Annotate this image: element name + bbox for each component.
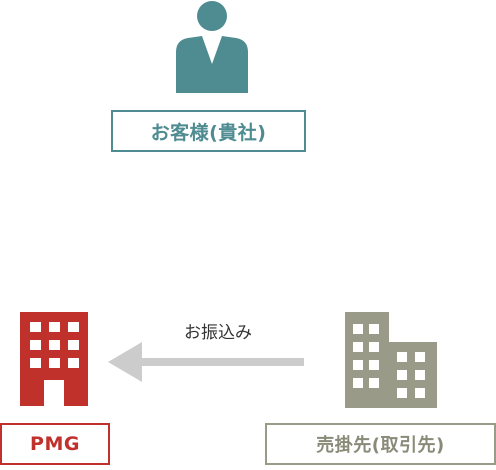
transfer-label: お振込み — [184, 323, 252, 343]
office-building-icon — [20, 312, 88, 406]
person-icon — [176, 1, 248, 93]
customer-label: お客様(貴社) — [111, 110, 306, 152]
seller-label: 売掛先(取引先) — [265, 423, 496, 465]
pmg-label: PMG — [0, 423, 110, 465]
buildings-icon — [345, 312, 437, 408]
left-arrow-icon — [108, 342, 304, 382]
